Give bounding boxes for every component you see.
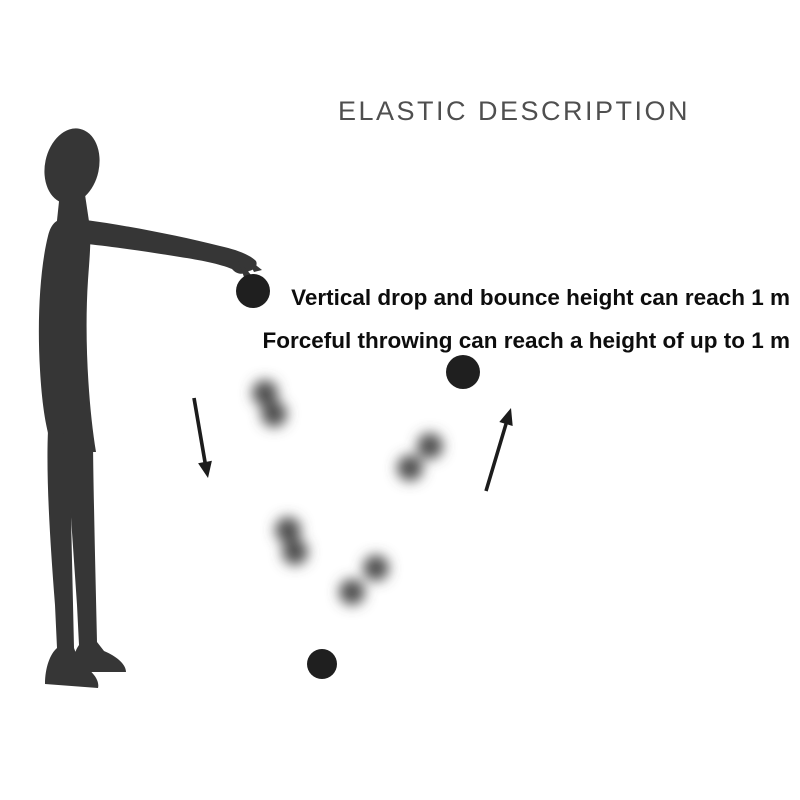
motion-blur-ball-1 — [252, 380, 287, 427]
up-arrow-icon — [484, 408, 513, 492]
caption-throw: Forceful throwing can reach a height of … — [262, 328, 790, 353]
person-head — [44, 128, 100, 204]
down-arrow-icon — [192, 397, 212, 478]
person-back-leg — [45, 430, 99, 688]
motion-blur-ball-4 — [339, 555, 389, 605]
person-torso — [38, 217, 96, 452]
person-finger-1 — [238, 260, 252, 277]
person-front-leg — [66, 430, 126, 672]
thrown-ball — [446, 355, 480, 389]
dropped-ball — [236, 274, 270, 308]
motion-blur-ball-3 — [275, 517, 308, 565]
page-title: ELASTIC DESCRIPTION — [338, 96, 691, 126]
caption-drop: Vertical drop and bounce height can reac… — [291, 285, 790, 310]
person-silhouette-icon — [38, 128, 262, 688]
bounced-ball — [307, 649, 337, 679]
caption-block: Vertical drop and bounce height can reac… — [262, 276, 790, 362]
motion-blur-ball-2 — [397, 433, 443, 481]
person-finger-2 — [247, 258, 262, 272]
person-arm — [86, 220, 257, 274]
